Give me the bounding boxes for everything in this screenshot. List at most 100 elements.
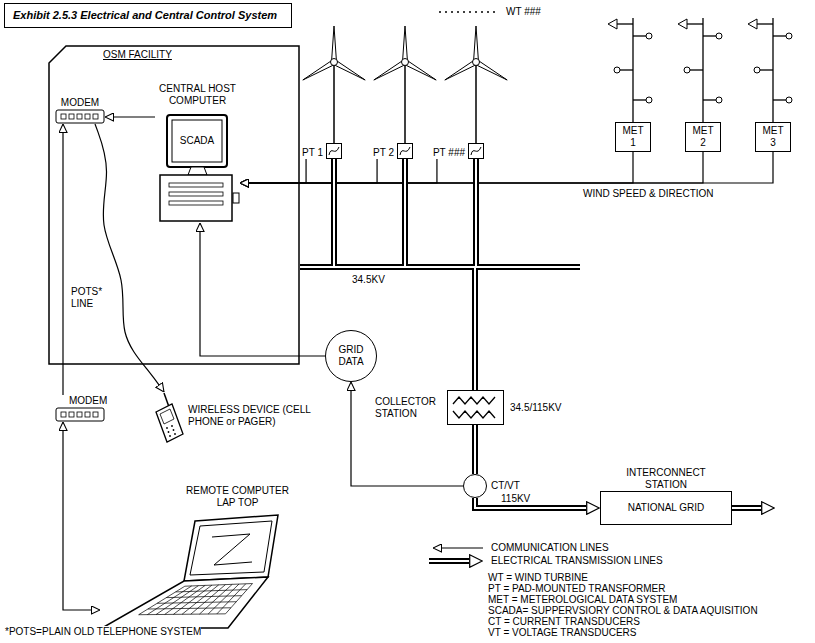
continuation-dot: [451, 11, 453, 13]
continuation-dot: [469, 11, 471, 13]
met-arm: [703, 35, 716, 36]
met-tower: [748, 18, 792, 122]
met-node: MET 2: [685, 122, 721, 152]
met-node: MET 3: [755, 122, 791, 152]
modem-icon: [55, 407, 105, 422]
pt-node: PT ###: [433, 143, 484, 159]
anemometer: [716, 33, 722, 39]
turbine-hub: [402, 59, 409, 66]
note-text: VT = VOLTAGE TRANSDUCERS: [488, 627, 636, 639]
continuation-dot: [481, 11, 483, 13]
continuation-dot: [439, 11, 441, 13]
anemometer: [786, 33, 792, 39]
legend-row: COMMUNICATION LINES: [425, 541, 663, 554]
turbine-tower: [333, 62, 335, 143]
wind-turbine: [445, 26, 507, 143]
turbine-hub: [473, 59, 480, 66]
computer-node: CENTRAL HOST COMPUTER SCADA: [155, 83, 240, 223]
electrical-line: [472, 425, 478, 474]
pt-node: PT 2: [373, 143, 413, 159]
modem2-node: MODEM: [55, 395, 107, 422]
transformer-label: PT 1: [302, 147, 323, 159]
grid-outflow-core: [731, 507, 761, 509]
communication-line: [63, 422, 100, 610]
anemometer: [646, 97, 652, 103]
electrical-lines: [300, 159, 761, 508]
turbine-blade: [403, 26, 408, 62]
legend-sample: [425, 542, 487, 554]
device-label: MODEM: [55, 97, 105, 109]
turbine-hub: [331, 59, 338, 66]
laptop-node: REMOTE COMPUTER LAP TOP: [100, 485, 290, 630]
met-arm: [687, 23, 703, 24]
anemometer: [716, 97, 722, 103]
computer-label: CENTRAL HOST COMPUTER: [155, 83, 240, 107]
wireless-node: WIRELESS DEVICE (CELL PHONE or PAGER): [150, 392, 312, 447]
legend-sample: [425, 555, 487, 567]
grid-outflow: [731, 505, 761, 511]
electrical-line-core: [405, 159, 475, 390]
met-label: MET 3: [759, 125, 787, 149]
met-node: MET 1: [615, 122, 651, 152]
communication-line: [240, 159, 377, 183]
met-tower: [608, 18, 652, 122]
voltage-label: 34.5/115KV: [510, 402, 562, 414]
met-arm: [703, 99, 716, 100]
legend: COMMUNICATION LINESELECTRICAL TRANSMISSI…: [425, 541, 663, 567]
met-tower: [678, 18, 722, 122]
met-arm: [620, 69, 633, 70]
legend-row: ELECTRICAL TRANSMISSION LINES: [425, 554, 663, 567]
met-arm: [773, 35, 786, 36]
electrical-line-cores: [300, 159, 761, 508]
continuation-dot: [445, 11, 447, 13]
pt-node: PT 1: [302, 143, 342, 159]
grid-node: GRID DATA: [325, 330, 377, 382]
met-arm: [690, 69, 703, 70]
diagram-title: Exhibit 2.5.3 Electrical and Central Con…: [4, 3, 292, 28]
osm-node: OSM FACILITY MODEM CENTRAL HOST COMPUTER SC…: [48, 45, 300, 365]
facility-name: OSM FACILITY: [103, 49, 172, 61]
grid-name: NATIONAL GRID: [628, 502, 705, 514]
transformer-box: [447, 390, 504, 425]
communication-line: [95, 124, 164, 392]
wind-turbine: [303, 26, 365, 143]
wind-vane: [748, 19, 757, 29]
continuation-dot: [487, 11, 489, 13]
communication-line: [240, 159, 306, 183]
met-arm: [760, 69, 773, 70]
inter-node: INTERCONNECT STATIONNATIONAL GRID: [600, 467, 732, 525]
transducer-circle: [463, 474, 487, 498]
electrical-line: [405, 159, 475, 390]
modem-node: MODEM: [55, 97, 105, 124]
turbine-tower: [404, 62, 406, 143]
device-label: WIRELESS DEVICE (CELL PHONE or PAGER): [188, 404, 312, 428]
anemometer: [754, 67, 760, 73]
met-arm: [617, 23, 633, 24]
continuation-dot: [463, 11, 465, 13]
met-arm: [773, 99, 786, 100]
continuation-dot: [493, 11, 495, 13]
legend-text: ELECTRICAL TRANSMISSION LINES: [491, 555, 663, 567]
electrical-line-core: [474, 425, 476, 474]
met-arm: [757, 23, 773, 24]
screen-text: SCADA: [172, 120, 222, 162]
wind-turbine: [374, 26, 436, 143]
turbine-tower: [475, 62, 477, 143]
communication-line: [105, 116, 155, 117]
anemometer: [684, 67, 690, 73]
transformer-label: PT 2: [373, 147, 394, 159]
transformer-box: [397, 143, 413, 159]
wind-vane: [678, 19, 687, 29]
anemometer: [786, 97, 792, 103]
note-text: 34.5KV: [352, 274, 385, 286]
met-arm: [633, 35, 646, 36]
continuation-dot: [475, 11, 477, 13]
electrical-line-core: [475, 159, 476, 390]
transformer-box: [468, 143, 484, 159]
device-label: REMOTE COMPUTER LAP TOP: [185, 485, 290, 509]
legend-text: COMMUNICATION LINES: [491, 542, 609, 554]
